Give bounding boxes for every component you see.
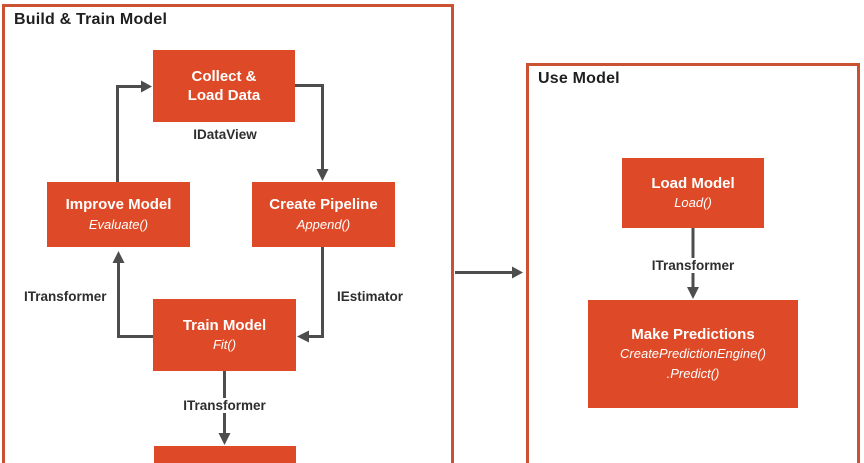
- interface-label-itransformer-bottom: ITransformer: [152, 398, 297, 413]
- use-model-section-frame: Use Model: [526, 63, 860, 463]
- node-predict-label: Make Predictions: [631, 325, 755, 343]
- node-improve-label: Improve Model: [65, 196, 172, 213]
- node-predict-method-line1: CreatePredictionEngine(): [620, 346, 766, 362]
- node-predict-method-line2: .Predict(): [666, 365, 720, 381]
- node-improve-model: Improve Model Evaluate(): [47, 182, 190, 247]
- node-pipeline-method: Append(): [296, 216, 351, 232]
- arrowhead-build-to-use: [512, 266, 523, 279]
- node-collect-label-line1: Collect &: [191, 67, 257, 85]
- node-load-model: Load Model Load(): [622, 158, 764, 228]
- node-collect-label-line2: Load Data: [187, 87, 261, 104]
- interface-label-idataview: IDataView: [193, 127, 257, 142]
- node-make-predictions: Make Predictions CreatePredictionEngine(…: [588, 300, 798, 408]
- node-train-method: Fit(): [212, 337, 237, 352]
- node-improve-method: Evaluate(): [88, 216, 149, 232]
- node-collect-load-data: Collect & Load Data: [153, 50, 295, 122]
- node-create-pipeline: Create Pipeline Append(): [252, 182, 395, 247]
- interface-label-iestimator: IEstimator: [337, 289, 404, 304]
- node-load-label: Load Model: [651, 174, 735, 192]
- build-train-section-title: Build & Train Model: [14, 11, 168, 28]
- use-model-section-title: Use Model: [538, 70, 620, 87]
- node-train-model: Train Model Fit(): [153, 299, 296, 371]
- node-bottom-cutoff: [154, 446, 296, 463]
- interface-label-itransformer-bottom-text: ITransformer: [180, 398, 269, 413]
- interface-label-itransformer-use: ITransformer: [620, 258, 766, 273]
- interface-label-itransformer-use-text: ITransformer: [648, 258, 738, 273]
- node-load-method: Load(): [674, 195, 712, 210]
- node-train-label: Train Model: [182, 316, 267, 334]
- node-pipeline-label: Create Pipeline: [269, 196, 378, 213]
- interface-label-itransformer-left: ITransformer: [24, 289, 107, 304]
- build-train-section-frame: Build & Train Model: [2, 4, 454, 463]
